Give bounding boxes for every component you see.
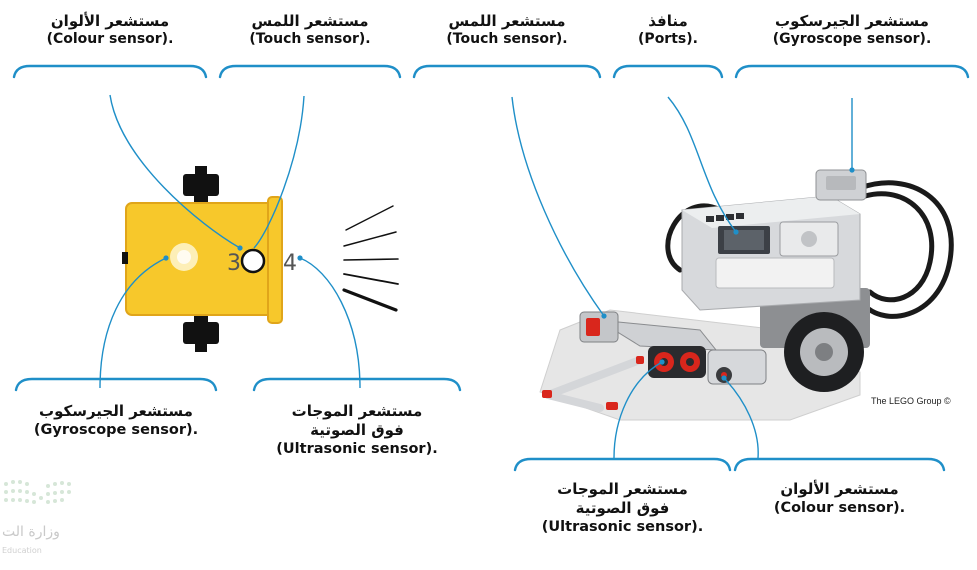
wheel-bottom — [183, 322, 219, 344]
label-top-colour-sensor: مستشعر الألوان (Colour sensor). — [14, 12, 206, 48]
label-top-touch-sensor-left: مستشعر اللمس (Touch sensor). — [220, 12, 400, 48]
pointer-dots — [163, 167, 855, 381]
ultrasonic-rays — [342, 205, 399, 312]
label-top-touch-sensor-right: مستشعر اللمس (Touch sensor). — [414, 12, 600, 48]
pointer-lines — [99, 94, 853, 459]
label-bottom-colour-sensor: مستشعر الألوان (Colour sensor). — [735, 480, 944, 517]
ministry-dots-icon — [4, 480, 71, 504]
ministry-logo: وزارة الت Education — [0, 470, 80, 570]
label-english: (Touch sensor). — [446, 30, 568, 47]
lego-robot-photo — [539, 169, 954, 421]
label-top-ports: منافذ (Ports). — [614, 12, 722, 48]
label-english: (Ultrasonic sensor). — [276, 440, 438, 457]
label-english: (Ports). — [638, 30, 698, 47]
port-label-3: 3 — [227, 251, 241, 276]
label-arabic-line1: مستشعر الموجات — [291, 402, 423, 420]
colour-sensor-photo — [707, 349, 767, 385]
label-arabic-line2: فوق الصوتية — [310, 420, 404, 439]
label-bottom-gyroscope-sensor: مستشعر الجيرسكوب (Gyroscope sensor). — [16, 402, 216, 439]
label-english: (Gyroscope sensor). — [33, 421, 199, 438]
label-bottom-ultrasonic-sensor-left: مستشعر الموجات فوق الصوتية (Ultrasonic s… — [254, 402, 460, 458]
label-top-gyroscope-sensor: مستشعر الجيرسكوب (Gyroscope sensor). — [736, 12, 968, 48]
label-bottom-ultrasonic-sensor-right: مستشعر الموجات فوق الصوتية (Ultrasonic s… — [515, 480, 730, 536]
wheel-top — [183, 174, 219, 196]
label-arabic: مستشعر الألوان — [50, 12, 170, 30]
ports-row — [706, 213, 744, 222]
copyright-text: The LEGO Group © — [871, 396, 951, 406]
label-arabic-line1: مستشعر الموجات — [557, 480, 688, 498]
label-english: (Colour sensor). — [773, 499, 906, 516]
label-english: (Ultrasonic sensor). — [541, 518, 704, 535]
label-arabic: مستشعر الألوان — [780, 480, 899, 498]
label-arabic: منافذ — [648, 12, 688, 30]
label-english: (Colour sensor). — [46, 30, 174, 47]
front-bumper — [267, 196, 283, 324]
ministry-subtext: Education — [2, 546, 42, 555]
label-arabic-line2: فوق الصوتية — [575, 498, 670, 517]
port-label-4: 4 — [283, 251, 297, 276]
robot-topdown: 3 4 — [122, 166, 399, 352]
label-brackets — [12, 64, 970, 472]
label-arabic: مستشعر اللمس — [448, 12, 566, 30]
label-english: (Touch sensor). — [249, 30, 371, 47]
label-arabic: مستشعر الجيرسكوب — [39, 402, 193, 420]
label-english: (Gyroscope sensor). — [772, 30, 932, 47]
touch-sensor-circle — [240, 248, 266, 274]
ministry-text: وزارة الت — [2, 524, 60, 540]
label-arabic: مستشعر اللمس — [251, 12, 369, 30]
label-arabic: مستشعر الجيرسكوب — [775, 12, 929, 30]
